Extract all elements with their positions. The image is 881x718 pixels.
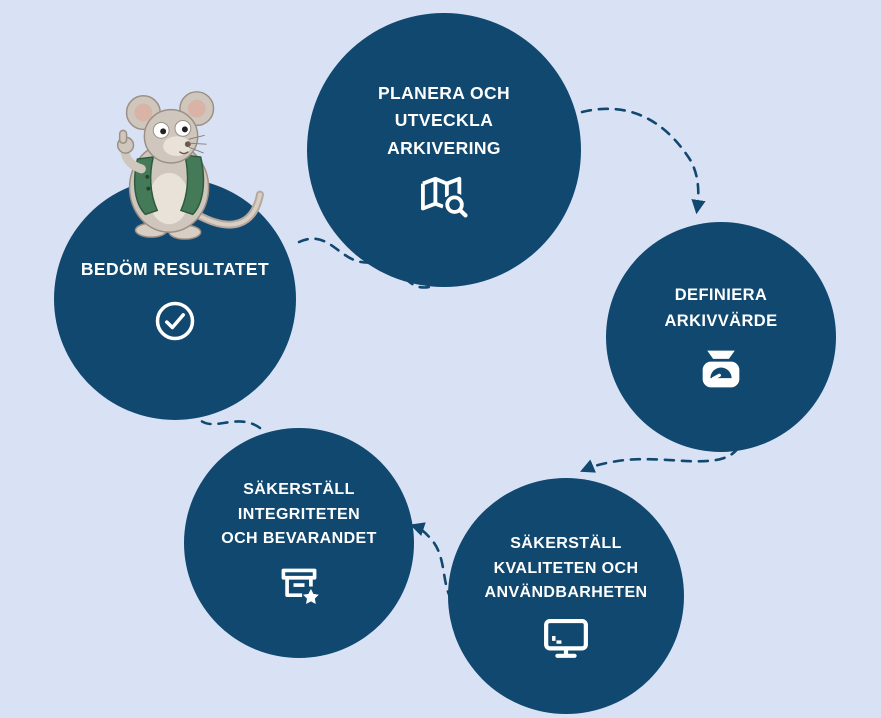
- step-circle-sakerstall-integriteten-och-bevarandet: SÄKERSTÄLL INTEGRITETEN OCH BEVARANDET: [184, 428, 414, 658]
- step-label-line: BEDÖM RESULTATET: [80, 259, 270, 280]
- step-label-line: SÄKERSTÄLL: [510, 534, 622, 552]
- step-label: SÄKERSTÄLL KVALITETEN OCH ANVÄNDBARHETEN: [485, 532, 648, 606]
- step-circle-definiera-arkivvarde: DEFINIERA ARKIVVÄRDE: [606, 222, 836, 452]
- mouse-ear: [125, 95, 161, 131]
- step-label: BEDÖM RESULTATET: [81, 256, 269, 283]
- step-circle-bedom-resultatet: BEDÖM RESULTATET: [54, 178, 296, 420]
- step-label: DEFINIERA ARKIVVÄRDE: [664, 283, 777, 334]
- step-label-line: OCH BEVARANDET: [221, 530, 377, 548]
- mouse-ear: [179, 91, 215, 127]
- step-label-line: INTEGRITETEN: [237, 505, 361, 523]
- step-label-line: KVALITETEN OCH: [493, 559, 639, 577]
- mouse-thumbs-up: [120, 142, 146, 174]
- step-label-line: ARKIVVÄRDE: [664, 312, 778, 330]
- step-circle-sakerstall-kvaliteten-och-anvandbarheten: SÄKERSTÄLL KVALITETEN OCH ANVÄNDBARHETEN: [448, 478, 684, 714]
- mouse-head: [143, 108, 199, 164]
- step-circle-planera-och-utveckla-arkivering: PLANERA OCH UTVECKLA ARKIVERING: [307, 13, 581, 287]
- step-label-line: ARKIVERING: [387, 137, 501, 158]
- step-label-line: UTVECKLA: [394, 110, 494, 131]
- step-label: SÄKERSTÄLL INTEGRITETEN OCH BEVARANDET: [221, 478, 377, 552]
- scale-icon: [702, 350, 740, 387]
- step-label-line: PLANERA OCH: [377, 83, 511, 104]
- flow-arrow-planera-to-definiera: [580, 107, 706, 215]
- step-label-line: DEFINIERA: [674, 286, 768, 305]
- step-label-line: ANVÄNDBARHETEN: [484, 584, 648, 602]
- step-label-line: SÄKERSTÄLL: [243, 480, 355, 498]
- monitor-icon: [544, 619, 588, 659]
- map-search-icon: [420, 176, 468, 218]
- step-label: PLANERA OCH UTVECKLA ARKIVERING: [378, 80, 510, 161]
- archive-star-icon: [281, 568, 319, 605]
- check-circle-icon: [155, 301, 195, 340]
